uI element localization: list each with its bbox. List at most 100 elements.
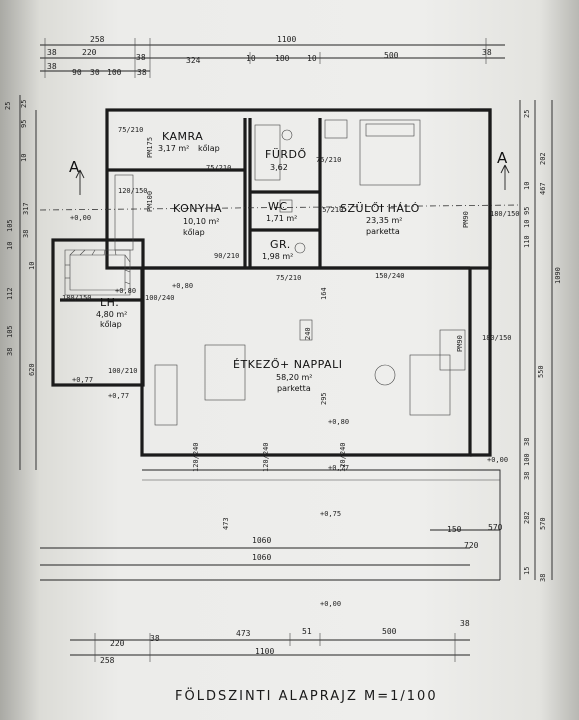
room-area-gr: 1,98 m² [262,252,293,261]
dim-interior-150: 150 [447,525,462,534]
room-name-furdo: FÜRDŐ [265,147,307,161]
dim-bottom-1100: 1100 [255,647,274,656]
room-floor-szuloi-halo: parketta [366,227,400,236]
opening-8: 150/240 [375,272,405,280]
dim-left-317: 317 [22,202,30,215]
dim-right-282: 282 [523,511,531,524]
level-5: +0,77 [108,392,129,400]
dim-left-38b: 38 [6,348,14,356]
opening-2: 75/210 [206,164,231,172]
dim-top-258: 258 [90,35,105,44]
window-code-pm90b: PM90 [456,335,464,352]
level-6: +0,80 [328,418,349,426]
right-dimensions: 25 202 10 95 10 110 467 1090 550 38 100 … [519,100,562,582]
level-1: +0,00 [70,214,91,222]
opening-6: 120/150 [118,187,148,195]
opening-14: 100/210 [108,367,138,375]
interior-dimensions: 1060 1060 473 720 150 570 164 295 240 [40,287,503,566]
opening-10: 180/150 [482,334,512,342]
dim-bottom-51: 51 [302,627,312,636]
opening-7: 100/240 [145,294,175,302]
dim-right-15: 15 [523,567,531,575]
openings: 75/210 75/210 75/210 90/210 75/210 120/1… [62,126,520,472]
opening-16: 75/210 [318,206,343,214]
dim-right-10a: 10 [523,182,531,190]
room-labels: KAMRA 3,17 m² kőlap FÜRDŐ 3,62 SZÜLŐI HÁ… [96,130,420,393]
dim-bottom-38a: 38 [150,634,160,643]
level-9: +0,75 [320,510,341,518]
opening-3: 75/210 [316,156,341,164]
opening-12: 120/240 [262,442,270,472]
dim-right-25: 25 [523,110,531,118]
room-name-wc: WC [268,200,288,213]
dim-right-100: 100 [523,453,531,466]
dim-top-38a: 38 [47,48,57,57]
dim-top-1100: 1100 [277,35,296,44]
window-code-pm100: PM100 [146,191,154,212]
dim-left-10c: 10 [28,262,36,270]
opening-9: 180/150 [490,210,520,218]
dim-right-10b: 10 [523,220,531,228]
room-name-szuloi-halo: SZÜLŐI HÁLÓ [340,201,420,215]
dim-interior-164: 164 [320,287,328,300]
dim-right-467: 467 [539,182,547,195]
room-floor-etkezo-nappali: parketta [277,384,311,393]
dim-left-105a: 105 [6,219,14,232]
dim-right-110: 110 [523,235,531,248]
room-area-etkezo-nappali: 58,20 m² [276,373,312,382]
dim-bottom-38b: 38 [460,619,470,628]
room-floor-konyha: kőlap [183,228,205,237]
dim-bottom-258: 258 [100,656,115,665]
section-line: A A [39,149,521,211]
dim-top-38b: 38 [136,53,146,62]
dim-interior-570: 570 [488,523,503,532]
dim-top-38d: 38 [47,62,57,71]
opening-13: 120/240 [339,442,347,472]
room-name-etkezo-nappali: ÉTKEZŐ+ NAPPALI [233,357,342,371]
dim-interior-720: 720 [464,541,479,550]
dim-right-550: 550 [537,365,545,378]
dim-right-202: 202 [539,152,547,165]
level-8: +0,00 [487,456,508,464]
dim-left-620: 620 [28,363,36,376]
room-name-kamra: KAMRA [162,130,203,143]
dim-top-90: 90 [72,68,82,77]
level-markers: +0,00 +0,80 +0,80 +0,77 +0,77 +0,80 +0,7… [70,214,508,608]
dim-top-500: 500 [384,51,399,60]
dim-top-10a: 10 [246,54,256,63]
room-name-lh: LH. [100,296,119,309]
dim-top-38c: 38 [482,48,492,57]
top-dimensions: 258 1100 38 220 38 324 10 180 10 500 38 … [40,35,505,78]
dim-top-10b: 10 [307,54,317,63]
window-codes: PM175 PM100 PM90 PM90 [146,137,470,352]
section-mark-right: A [497,149,508,167]
level-10: +0,00 [320,600,341,608]
level-3: +0,80 [172,282,193,290]
room-area-kamra: 3,17 m² [158,144,189,153]
window-code-pm90a: PM90 [462,211,470,228]
dim-bottom-473: 473 [236,629,251,638]
dim-left-38a: 38 [22,230,30,238]
window-code-pm175: PM175 [146,137,154,158]
dim-left-25b: 25 [20,100,28,108]
room-area-lh: 4,80 m² [96,310,127,319]
room-name-gr: GR. [270,238,291,251]
dim-interior-473: 473 [222,517,230,530]
dim-right-1090: 1090 [554,267,562,284]
room-floor-lh: kőlap [100,320,122,329]
opening-4: 90/210 [214,252,239,260]
opening-5: 75/210 [276,274,301,282]
room-name-konyha: KONYHA [173,202,222,215]
dim-left-10a: 10 [20,154,28,162]
dim-interior-1060a: 1060 [252,536,271,545]
dim-bottom-500: 500 [382,627,397,636]
dim-top-30: 30 [90,68,100,77]
opening-15: 180/150 [62,294,92,302]
left-dimensions: 25 95 25 10 317 10 105 38 112 105 10 38 … [4,95,37,470]
dim-right-570: 570 [539,517,547,530]
dim-left-95: 95 [20,120,28,128]
dim-left-10b: 10 [6,242,14,250]
level-4: +0,77 [72,376,93,384]
